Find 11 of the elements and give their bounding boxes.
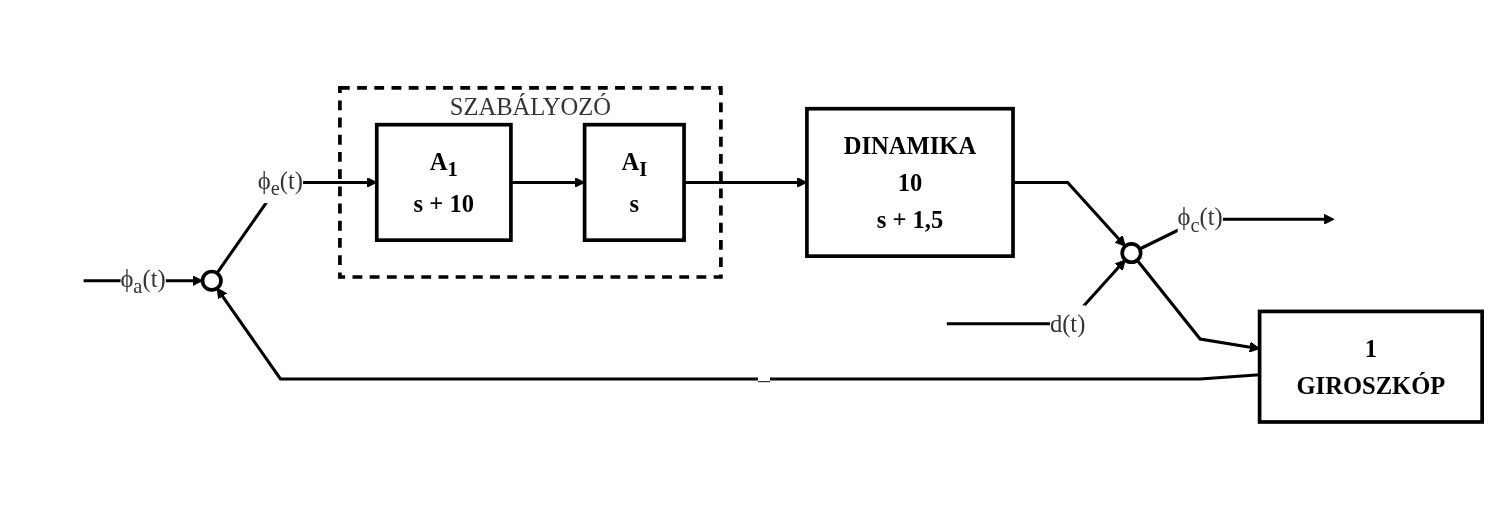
node-box: A$_{I}$ s bbox=[582, 122, 686, 242]
node-circle bbox=[200, 269, 223, 292]
edge-label: ϕ$_{e}$(t) bbox=[257, 166, 304, 200]
node-box: A$_{1}$ s + 10 bbox=[374, 122, 513, 242]
edge-label: ϕ$_{c}$(t) bbox=[1177, 202, 1223, 237]
edge-label: – bbox=[757, 365, 771, 393]
node-box: 1 GIROSZKÓP bbox=[1257, 309, 1484, 424]
edge-label: d(t) bbox=[1049, 309, 1086, 337]
edge-label: ϕ$_{a}$(t) bbox=[120, 264, 166, 298]
node-box: DINAMIKA 10 s + 1,5 bbox=[805, 106, 1015, 258]
node-circle bbox=[1120, 241, 1143, 264]
